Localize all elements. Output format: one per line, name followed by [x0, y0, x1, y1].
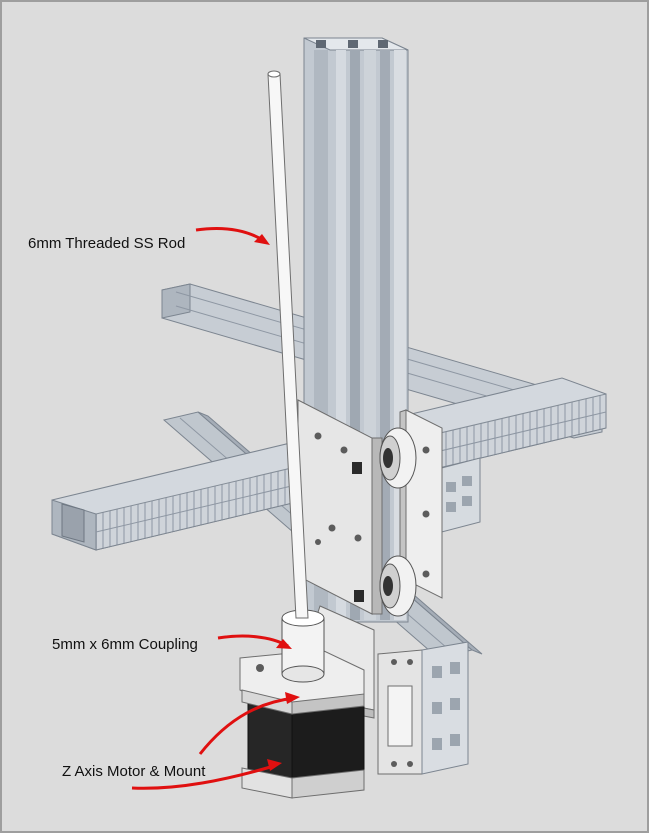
rod-callout-arrow	[195, 227, 270, 245]
threaded-rod	[267, 70, 309, 619]
motor-mount-callout-arrow	[198, 692, 300, 755]
upper-v-wheel	[379, 427, 417, 489]
coupling-label: 5mm x 6mm Coupling	[52, 636, 198, 653]
motor-mount-label: Z Axis Motor & Mount	[62, 763, 206, 780]
motor-callout-arrow	[131, 759, 282, 790]
lower-v-wheel	[379, 555, 417, 617]
lower-bracket	[377, 641, 469, 775]
rod-label: 6mm Threaded SS Rod	[28, 235, 186, 252]
coupling-callout-arrow	[217, 634, 292, 649]
